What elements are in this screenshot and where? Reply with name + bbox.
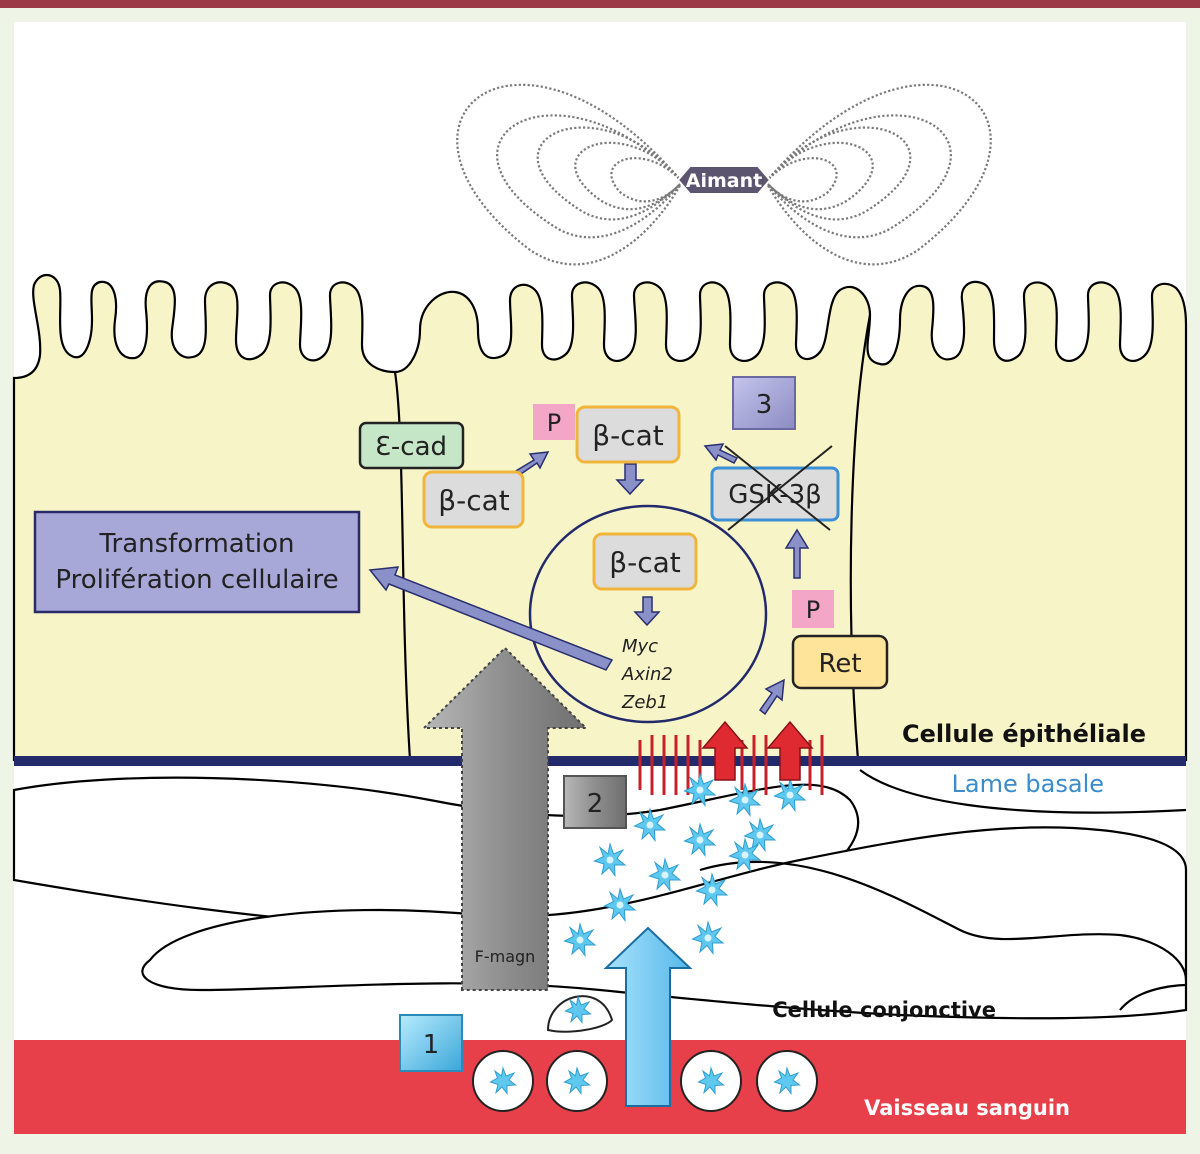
fmagn-label: F-magn xyxy=(475,947,536,966)
magnet-label: Aimant xyxy=(686,170,762,192)
ecad-label: Ɛ-cad xyxy=(375,432,447,462)
connective-cell-label: Cellule conjonctive xyxy=(772,998,996,1022)
bcat-membrane-label: β-cat xyxy=(438,484,510,517)
frame-top-bar xyxy=(0,0,1200,8)
ret-label: Ret xyxy=(818,649,861,679)
signaling-arrows xyxy=(368,443,810,716)
connective-tissue xyxy=(12,769,1188,1020)
fmagn-arrow: F-magn xyxy=(421,646,589,991)
ecad-box: Ɛ-cad xyxy=(358,421,465,470)
blood-vessel-label: Vaisseau sanguin xyxy=(864,1096,1070,1120)
ret-box: Ret xyxy=(791,634,889,690)
extravasation-arrow xyxy=(603,926,693,1107)
magnetic-field-lines xyxy=(456,83,992,266)
gsk3b-inhibition-cross xyxy=(724,445,831,531)
step-2-badge: 2 xyxy=(563,775,627,829)
phospho-ret-label: P xyxy=(806,596,820,624)
basal-lamina xyxy=(14,756,1186,766)
gsk3b-box: GSK-3β xyxy=(710,445,840,531)
bcat-nucleus-label: β-cat xyxy=(609,546,681,579)
bcat-membrane-box: β-cat xyxy=(422,470,525,529)
bcat-cytoplasm-box: β-cat xyxy=(575,405,681,464)
cell-borders xyxy=(393,314,872,761)
epithelial-cell-label: Cellule épithéliale xyxy=(902,720,1146,748)
gene-myc: Myc xyxy=(622,636,658,657)
step-3-label: 3 xyxy=(756,390,773,420)
ret-activation-arrows xyxy=(701,720,814,781)
step-1-label: 1 xyxy=(423,1030,440,1060)
target-genes: Myc Axin2 Zeb1 xyxy=(621,636,673,713)
transformation-line1: Transformation xyxy=(98,529,294,559)
transformation-box: Transformation Prolifération cellulaire xyxy=(33,510,361,614)
bcat-cytoplasm-label: β-cat xyxy=(592,419,664,452)
phospho-ret-box: P xyxy=(792,590,834,628)
step-1-badge: 1 xyxy=(399,1014,463,1072)
phospho-bcat-label: P xyxy=(547,409,561,437)
basal-lamina-label: Lame basale xyxy=(952,770,1104,798)
gene-axin2: Axin2 xyxy=(621,664,673,685)
phospho-bcat-box: P xyxy=(533,404,575,440)
step-3-badge: 3 xyxy=(732,376,796,430)
bcat-nucleus-box: β-cat xyxy=(592,532,698,591)
gene-zeb1: Zeb1 xyxy=(621,692,668,713)
vessel-particles xyxy=(472,995,818,1112)
step-2-label: 2 xyxy=(587,789,604,819)
magnet: Aimant xyxy=(676,165,772,195)
transformation-line2: Prolifération cellulaire xyxy=(55,565,338,595)
gsk3b-label: GSK-3β xyxy=(728,480,822,510)
